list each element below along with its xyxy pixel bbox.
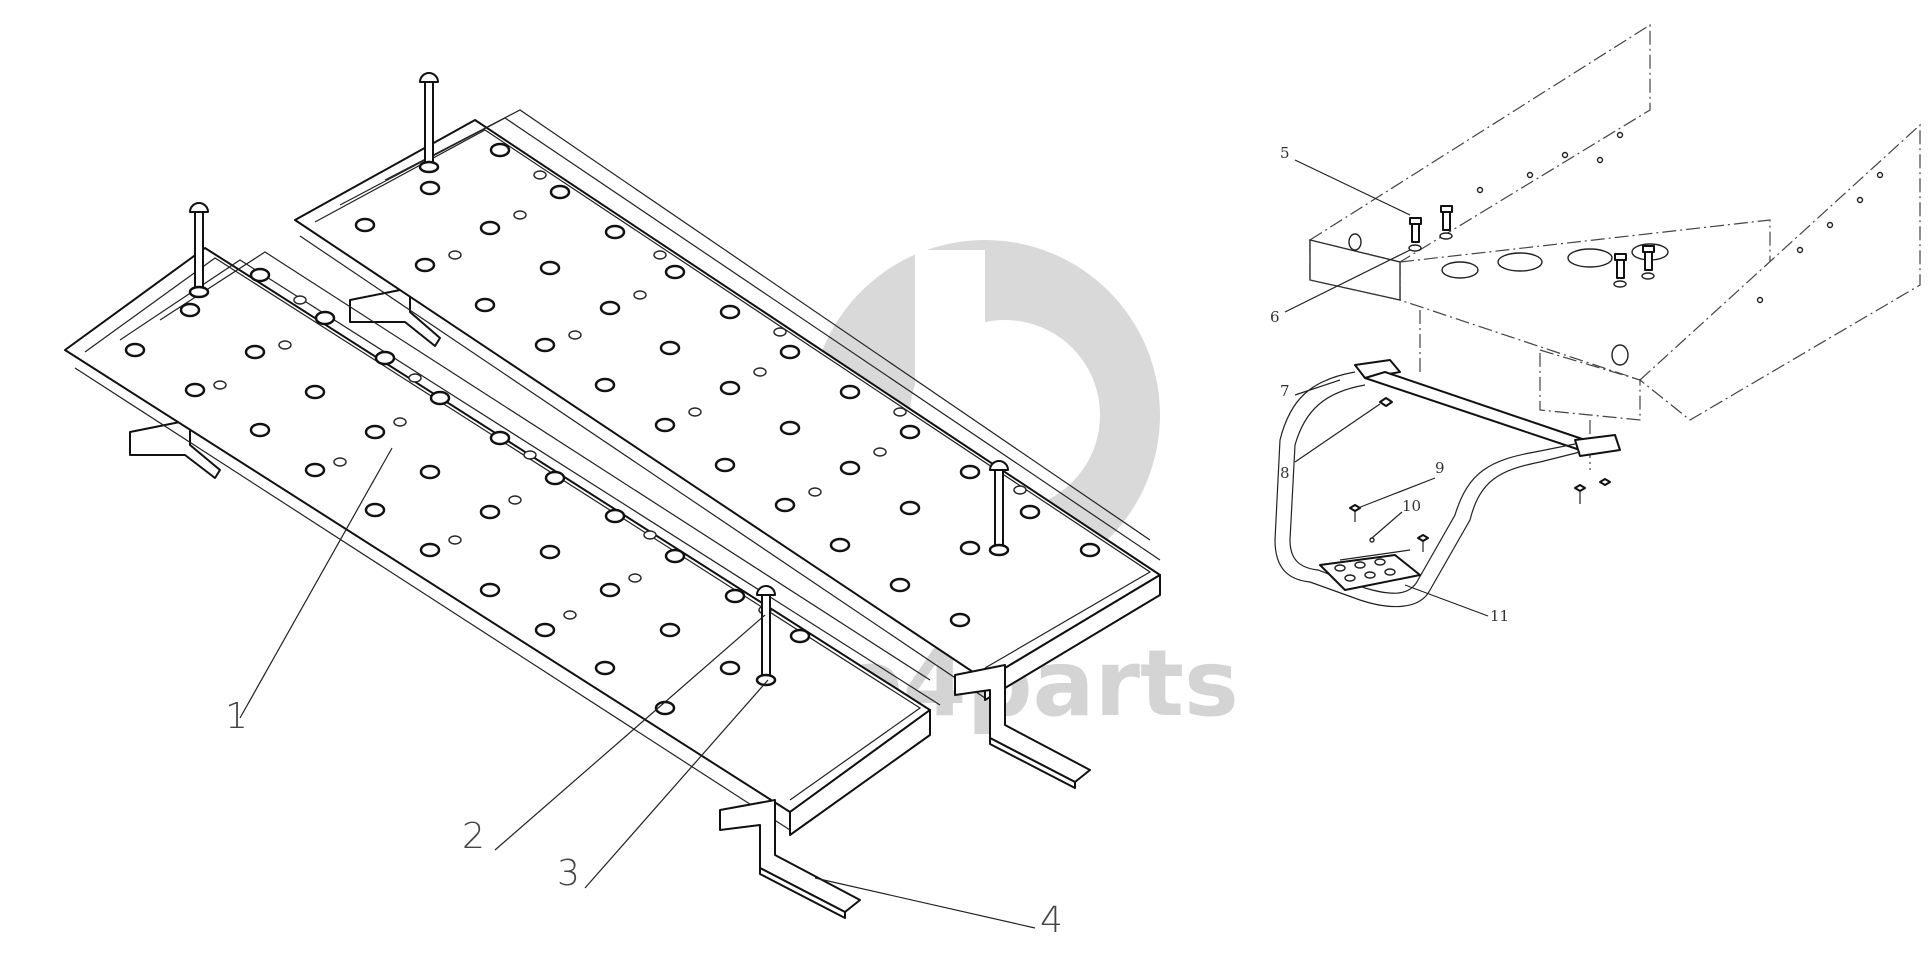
callout-7: 7 (1280, 382, 1290, 400)
step-plate-rear (294, 109, 1161, 701)
small-hardware (1349, 397, 1611, 552)
step-plate-assembly (64, 72, 1161, 919)
callout-2: 2 (462, 816, 485, 857)
callout-4: 4 (1040, 900, 1063, 941)
bracket-front-left (719, 799, 861, 919)
callout-6: 6 (1270, 308, 1280, 326)
callout-10: 10 (1402, 497, 1421, 515)
bolt-2 (418, 72, 440, 174)
bolt-3 (988, 460, 1010, 557)
frame-step-assembly (1274, 23, 1921, 608)
bolt-1 (188, 202, 210, 299)
bracket-front-right (954, 664, 1091, 789)
callout-3: 3 (557, 853, 580, 894)
callout-1: 1 (225, 696, 248, 737)
callout-11: 11 (1490, 607, 1509, 625)
step-plate-rear-holes (354, 142, 1101, 628)
callout-8: 8 (1280, 464, 1290, 482)
callout-5: 5 (1280, 144, 1290, 162)
right-callouts: 5 6 7 8 9 10 11 (1270, 144, 1509, 625)
callout-9: 9 (1435, 459, 1445, 477)
frame-bolts (1408, 205, 1655, 288)
vehicle-frame (1308, 23, 1921, 470)
left-callouts: 1 2 3 4 (225, 447, 1063, 941)
step-hanger (1274, 359, 1621, 608)
bolt-4 (755, 585, 777, 687)
